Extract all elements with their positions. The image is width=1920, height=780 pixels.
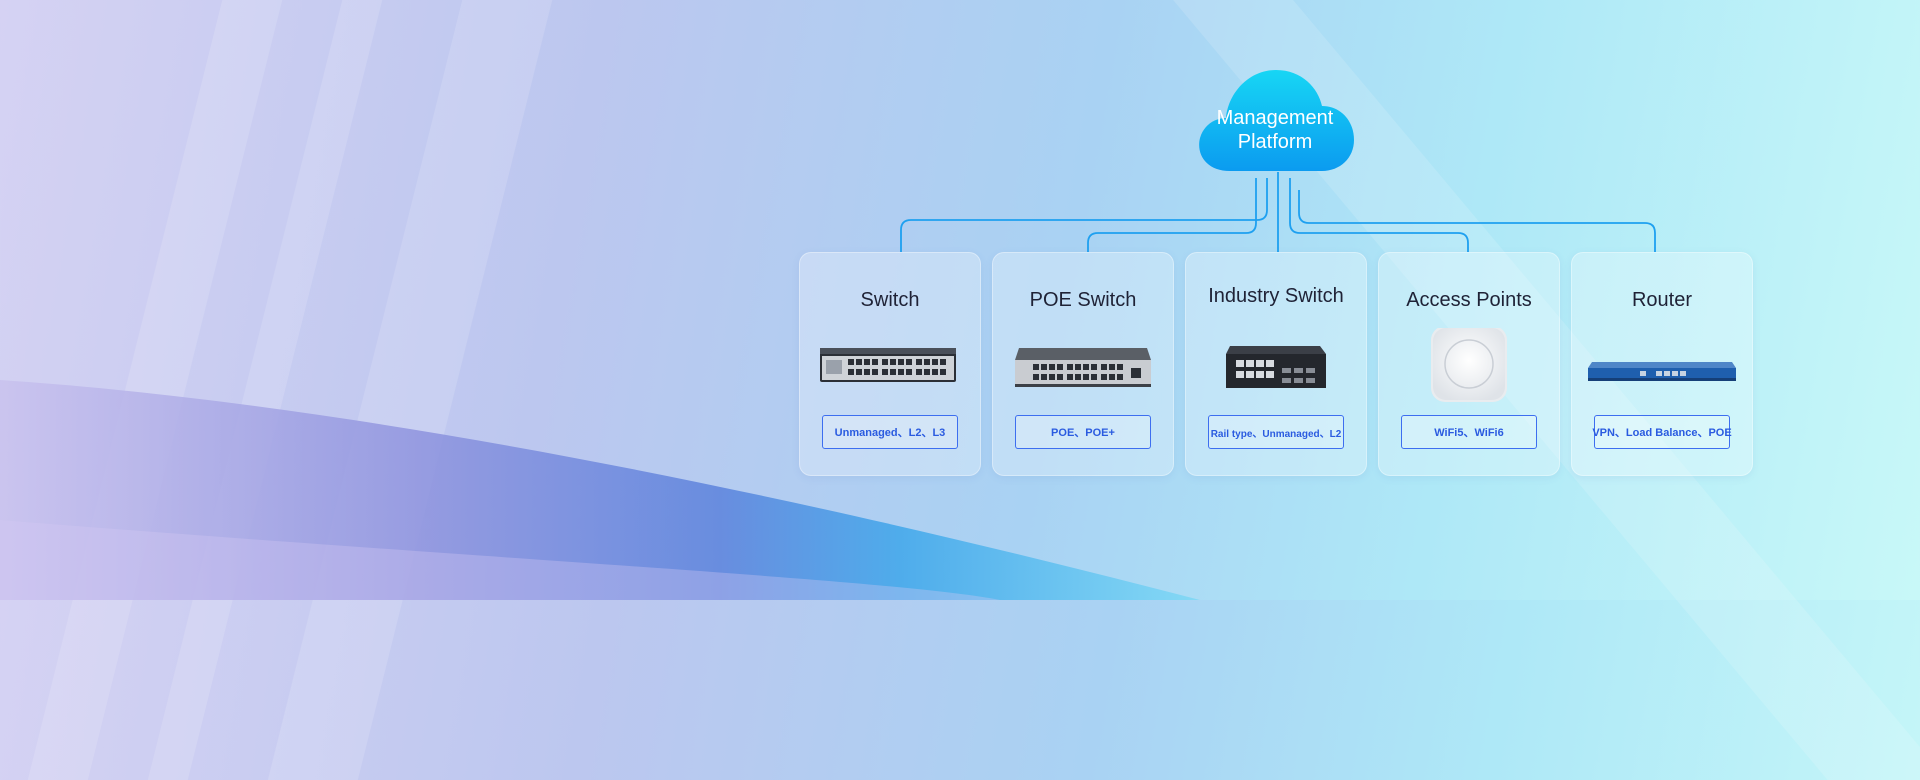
access-point-icon: [1379, 326, 1559, 408]
management-platform-cloud: Management Platform: [1190, 66, 1360, 176]
cloud-label-line1: Management: [1216, 107, 1334, 129]
card-poe-switch[interactable]: POE Switch POE、POE+: [992, 252, 1174, 476]
card-tag: POE、POE+: [1015, 415, 1151, 449]
poe-switch-icon: [993, 328, 1173, 408]
router-icon: [1572, 328, 1752, 408]
card-tag: Unmanaged、L2、L3: [822, 415, 958, 449]
card-tag: Rail type、Unmanaged、L2: [1208, 415, 1344, 449]
card-industry-switch[interactable]: Industry Switch Rail type、Unmanaged、L2: [1185, 252, 1367, 476]
cloud-label: Management Platform: [1190, 106, 1360, 154]
connector-lines: [900, 172, 1656, 252]
card-title: Switch: [860, 289, 920, 311]
card-tag: WiFi5、WiFi6: [1401, 415, 1537, 449]
card-title: Router: [1631, 289, 1693, 311]
network-switch-icon: [800, 328, 980, 408]
card-title: Access Points: [1406, 289, 1532, 311]
card-tag: VPN、Load Balance、POE: [1592, 415, 1732, 449]
card-switch[interactable]: Switch Unmanaged、L2、L3: [799, 252, 981, 476]
industrial-switch-icon: [1186, 328, 1366, 408]
cloud-icon: [1199, 70, 1354, 171]
cloud-label-line2: Platform: [1237, 131, 1313, 153]
card-title: POE Switch: [1029, 289, 1137, 311]
card-access-points[interactable]: Access Points WiFi5、WiFi6: [1378, 252, 1560, 476]
card-router[interactable]: Router VPN、Load Balance、POE: [1571, 252, 1753, 476]
card-title: Industry Switch: [1208, 285, 1344, 307]
